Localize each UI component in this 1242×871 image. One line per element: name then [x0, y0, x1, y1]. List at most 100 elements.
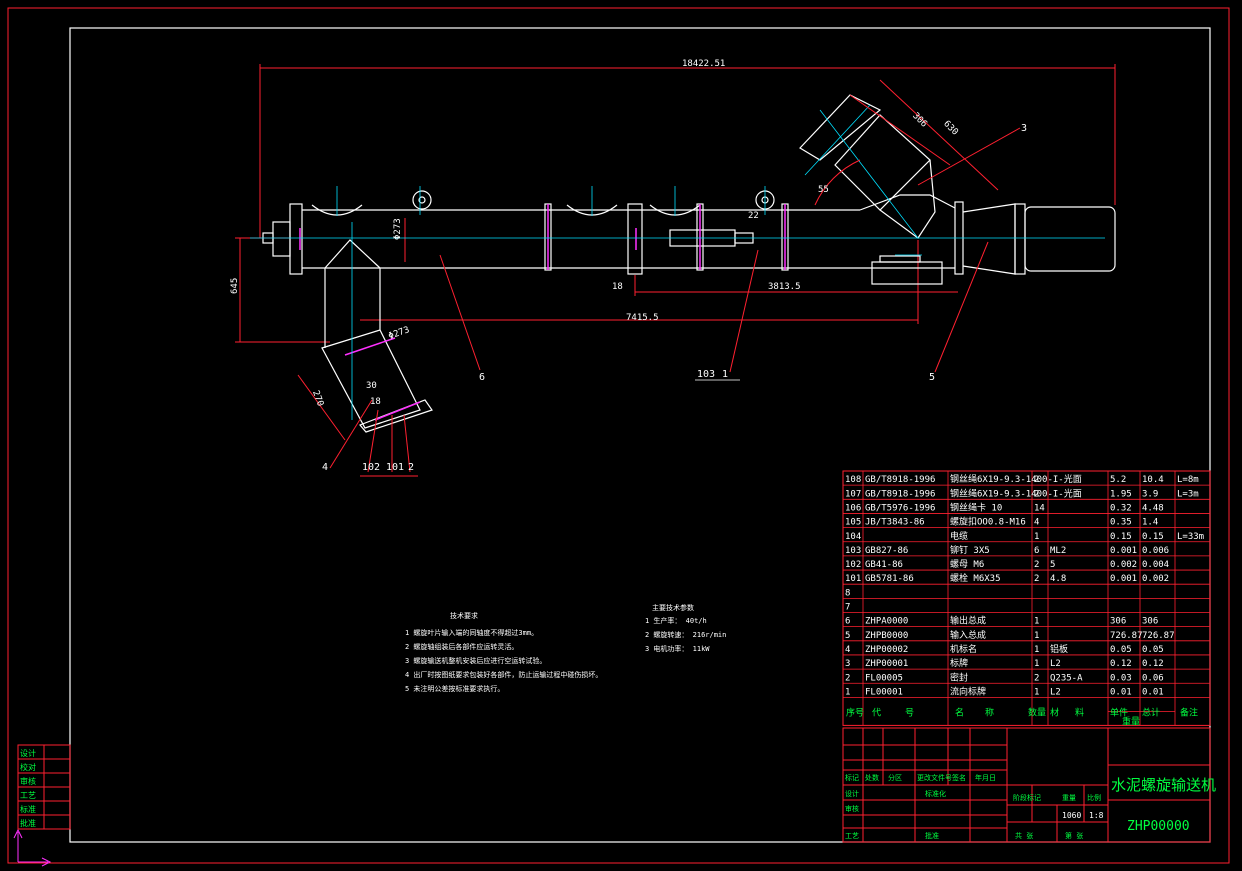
- bom-header: 材: [1050, 706, 1059, 718]
- bom-cell-name: 钢丝绳6X19-9.3-1400-I-光面: [950, 473, 1082, 485]
- rev-header-2: 分区: [888, 773, 902, 782]
- bom-cell-qty: 1: [1034, 645, 1039, 655]
- bom-cell-code: GB/T8918-1996: [865, 489, 935, 499]
- bom-cell-code: ZHP00001: [865, 659, 908, 669]
- bom-header: 称: [985, 706, 994, 718]
- bom-cell-qty: 1: [1034, 631, 1039, 641]
- bom-cell-note: L=8m: [1177, 475, 1199, 485]
- bom-cell-code: GB/T5976-1996: [865, 503, 935, 513]
- notes-left-line-4: 4 出厂时按图纸要求包装好各部件，防止运输过程中碰伤损坏。: [405, 670, 602, 679]
- bom-cell-total: 0.05: [1142, 645, 1164, 655]
- bom-header: 单件: [1110, 706, 1128, 718]
- stamp-1: 校对: [20, 762, 36, 772]
- callout-3: 3: [1021, 123, 1027, 134]
- drawing-title: 水泥螺旋输送机: [1111, 776, 1216, 794]
- bom-cell-no: 2: [845, 673, 850, 683]
- callout-5: 5: [929, 372, 935, 383]
- role-sign-0: 标准化: [925, 789, 946, 798]
- bom-weight-header: 重量: [1122, 715, 1140, 727]
- role-row-2: 工艺: [845, 832, 859, 840]
- dim-inlet-w: 306: [910, 111, 929, 130]
- dim-angle: 55: [818, 185, 829, 195]
- notes-right-title: 主要技术参数: [652, 603, 694, 612]
- bom-cell-qty: 1: [1034, 617, 1039, 627]
- notes-right-line-2: 2 螺旋转速： 216r/min: [645, 630, 726, 639]
- bom-cell-code: GB41-86: [865, 560, 903, 570]
- dim-span-lower: 7415.5: [626, 313, 659, 323]
- bom-header: 号: [905, 707, 914, 718]
- notes-right-line-1: 1 生产率： 40t/h: [645, 616, 707, 625]
- dim-small: 22: [748, 211, 759, 221]
- stage-header: 阶段标记: [1013, 793, 1041, 802]
- notes-left-line-5: 5 未注明公差按标准要求执行。: [405, 684, 504, 693]
- bom-cell-material: L2: [1050, 687, 1061, 697]
- bom-cell-name: 机标名: [950, 643, 977, 655]
- bom-cell-unit: 0.15: [1110, 532, 1132, 542]
- bom-cell-no: 102: [845, 560, 861, 570]
- bom-cell-material: Q235-A: [1050, 673, 1083, 683]
- stamp-2: 审核: [20, 776, 36, 786]
- side-stamp: 设计 校对 审核 工艺 标准 批准: [17, 744, 71, 830]
- bom-header: 备注: [1180, 706, 1198, 718]
- bom-cell-qty: 2: [1034, 560, 1039, 570]
- bom-cell-unit: 5.2: [1110, 475, 1126, 485]
- bom-cell-total: 1.4: [1142, 518, 1158, 528]
- title-block: 标记 处数 分区 更改文件号 签名 年月日 设计 审核 工艺 标准化 批准 阶段…: [842, 727, 1216, 843]
- bom-cell-name: 电缆: [950, 530, 968, 542]
- dim-outlet-small: 18: [370, 397, 381, 407]
- bom-cell-material: L2: [1050, 659, 1061, 669]
- bom-cell-qty: 1: [1034, 532, 1039, 542]
- bom-cell-qty: 14: [1034, 503, 1045, 513]
- bom-cell-code: ZHPA0000: [865, 617, 908, 627]
- bom-cell-qty: 2: [1034, 489, 1039, 499]
- bom-cell-unit: 0.32: [1110, 503, 1132, 513]
- bom-cell-name: 输入总成: [950, 629, 986, 641]
- bom-cell-total: 0.06: [1142, 673, 1164, 683]
- bom-cell-qty: 2: [1034, 673, 1039, 683]
- bom-cell-total: 0.002: [1142, 574, 1169, 584]
- bom-cell-no: 4: [845, 645, 850, 655]
- bom-cell-no: 106: [845, 503, 861, 513]
- dim-offset-left: 18: [612, 282, 623, 292]
- bom-cell-note: L=33m: [1177, 532, 1204, 542]
- bom-cell-unit: 726.87: [1110, 631, 1143, 641]
- bom-cell-qty: 6: [1034, 546, 1039, 556]
- bom-cell-total: 0.15: [1142, 532, 1164, 542]
- bom-cell-material: 5: [1050, 560, 1055, 570]
- bom-cell-name: 流向标牌: [950, 685, 986, 697]
- bom-cell-material: 4.8: [1050, 574, 1066, 584]
- bom-cell-unit: 1.95: [1110, 489, 1132, 499]
- role-row-0: 设计: [845, 789, 859, 798]
- bom-header: 名: [955, 706, 964, 718]
- dim-outlet-len: 270: [310, 389, 325, 408]
- sheets-total: 共 张: [1015, 831, 1033, 840]
- stamp-4: 标准: [20, 804, 36, 814]
- drawing-number: ZHP00000: [1127, 819, 1190, 834]
- bom-cell-name: 螺旋扣OO0.8-M16: [950, 516, 1026, 528]
- role-sign-2: 批准: [925, 831, 939, 840]
- bom-cell-no: 101: [845, 574, 861, 584]
- stamp-5: 批准: [20, 818, 36, 828]
- bom-cell-no: 107: [845, 489, 861, 499]
- bom-header: 序号: [846, 706, 864, 718]
- bom-cell-code: ZHPB0000: [865, 631, 908, 641]
- bom-cell-unit: 0.002: [1110, 560, 1137, 570]
- bom-cell-no: 7: [845, 603, 850, 613]
- bom-cell-code: GB/T8918-1996: [865, 475, 935, 485]
- bom-cell-name: 钢丝绳6X19-9.3-1400-I-光面: [950, 487, 1082, 499]
- bom-cell-no: 8: [845, 588, 850, 598]
- bom-header: 代: [872, 707, 881, 718]
- bom-header: 总计: [1142, 706, 1160, 718]
- bom-cell-name: 钢丝绳卡 10: [950, 501, 1002, 513]
- bom-cell-no: 104: [845, 532, 861, 542]
- bom-cell-total: 726.87: [1142, 631, 1175, 641]
- bom-cell-no: 1: [845, 687, 850, 697]
- notes-left-line-1: 1 螺旋叶片输入端的同轴度不得超过3mm。: [405, 628, 538, 637]
- stamp-0: 设计: [20, 748, 36, 758]
- bom-cell-unit: 306: [1110, 617, 1126, 627]
- dim-outlet-dia: Φ273: [387, 325, 411, 342]
- callout-2: 2: [408, 462, 414, 473]
- bom-cell-unit: 0.001: [1110, 574, 1137, 584]
- bom-cell-unit: 0.01: [1110, 687, 1132, 697]
